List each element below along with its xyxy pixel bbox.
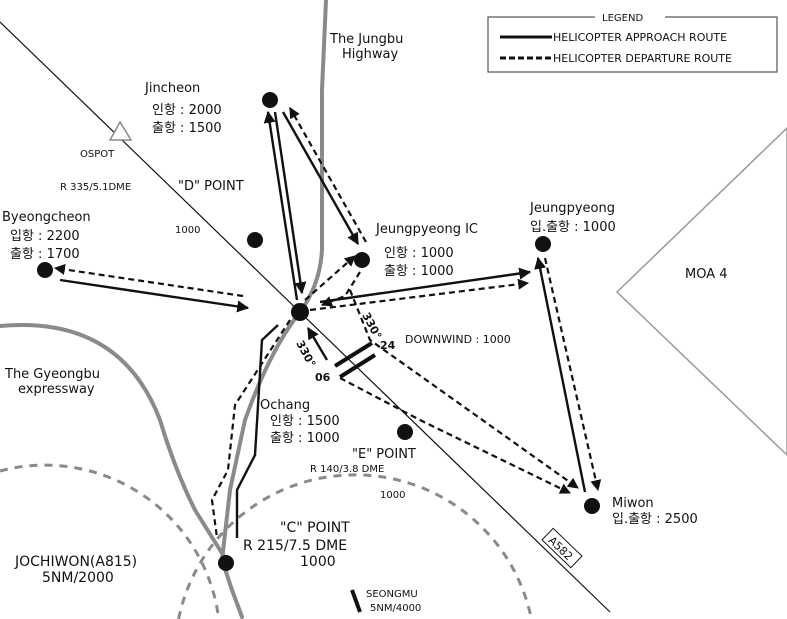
downwind-label: DOWNWIND : 1000 xyxy=(405,333,511,346)
seongmu-marker-icon xyxy=(350,589,362,613)
jeungpyeong-ic-name: Jeungpyeong IC xyxy=(375,222,478,237)
byeongcheon-point[interactable] xyxy=(37,262,53,278)
runway-end-06: 06 xyxy=(315,371,331,384)
c-point-name: "C" POINT xyxy=(280,520,350,536)
miwon-point[interactable] xyxy=(584,498,600,514)
seongmu-name: SEONGMU xyxy=(366,589,418,600)
legend-approach: HELICOPTER APPROACH ROUTE xyxy=(553,31,727,44)
jeungpyeong-ic-in: 인항 : 1000 xyxy=(384,246,454,261)
heading-330-lower: 330° xyxy=(293,338,318,369)
ochang-out: 출항 : 1000 xyxy=(270,431,340,446)
jincheon-point[interactable] xyxy=(262,92,278,108)
d-point-alt: 1000 xyxy=(175,225,200,236)
gyeongbu-label-1: The Gyeongbu xyxy=(4,367,100,382)
byeongcheon-name: Byeongcheon xyxy=(2,210,91,225)
miwon-name: Miwon xyxy=(612,496,654,511)
jeungpyeong-ic-out: 출항 : 1000 xyxy=(384,264,454,279)
ospot-triangle-icon xyxy=(108,120,133,141)
gyeongbu-label-2: expressway xyxy=(18,382,95,397)
c-point-radial: R 215/7.5 DME xyxy=(243,538,347,554)
jincheon-out: 출항 : 1500 xyxy=(152,121,222,136)
e-point[interactable] xyxy=(397,424,413,440)
runway-end-24: 24 xyxy=(380,339,396,352)
jungbu-label-1: The Jungbu xyxy=(329,32,403,47)
d-point-name: "D" POINT xyxy=(178,179,244,194)
jeungpyeong-alt: 입.출항 : 1000 xyxy=(530,220,616,235)
moa-label: MOA 4 xyxy=(685,267,728,282)
heading-330-upper: 330° xyxy=(359,310,384,341)
byeongcheon-in: 입항 : 2200 xyxy=(10,229,80,244)
miwon-alt: 입.출항 : 2500 xyxy=(612,512,698,527)
e-point-alt: 1000 xyxy=(380,490,405,501)
d-point-radial: R 335/5.1DME xyxy=(60,182,131,193)
jincheon-in: 인항 : 2000 xyxy=(152,103,222,118)
hub-point[interactable] xyxy=(291,303,309,321)
radial-label: A582 xyxy=(541,527,583,569)
legend-title: LEGEND xyxy=(602,13,643,24)
jungbu-highway xyxy=(219,0,328,619)
moa-area xyxy=(615,126,787,457)
approach-routes xyxy=(59,110,587,538)
legend-departure: HELICOPTER DEPARTURE ROUTE xyxy=(553,52,732,65)
e-point-name: "E" POINT xyxy=(352,447,416,462)
byeongcheon-out: 출항 : 1700 xyxy=(10,247,80,262)
legend: LEGEND HELICOPTER APPROACH ROUTE HELICOP… xyxy=(487,10,778,73)
jungbu-label-2: Highway xyxy=(342,47,398,62)
jochiwon-range-circle xyxy=(0,463,221,619)
e-point-radial: R 140/3.8 DME xyxy=(310,464,384,475)
c-point-alt: 1000 xyxy=(300,554,336,570)
jeungpyeong-ic-point[interactable] xyxy=(354,252,370,268)
d-point[interactable] xyxy=(247,232,263,248)
jochiwon-info: 5NM/2000 xyxy=(42,570,114,586)
ospot-label: OSPOT xyxy=(80,149,115,160)
c-point[interactable] xyxy=(218,555,234,571)
jincheon-name: Jincheon xyxy=(144,81,200,96)
jochiwon-name: JOCHIWON(A815) xyxy=(14,554,137,570)
jeungpyeong-name: Jeungpyeong xyxy=(529,201,615,216)
c-point-range-circle xyxy=(177,473,533,619)
runway xyxy=(333,341,377,379)
departure-routes xyxy=(53,107,602,539)
ochang-name: Ochang xyxy=(260,398,310,413)
ochang-in: 인항 : 1500 xyxy=(270,414,340,429)
gyeongbu-expressway xyxy=(0,323,227,560)
jeungpyeong-point[interactable] xyxy=(535,236,551,252)
seongmu-info: 5NM/4000 xyxy=(370,603,421,614)
